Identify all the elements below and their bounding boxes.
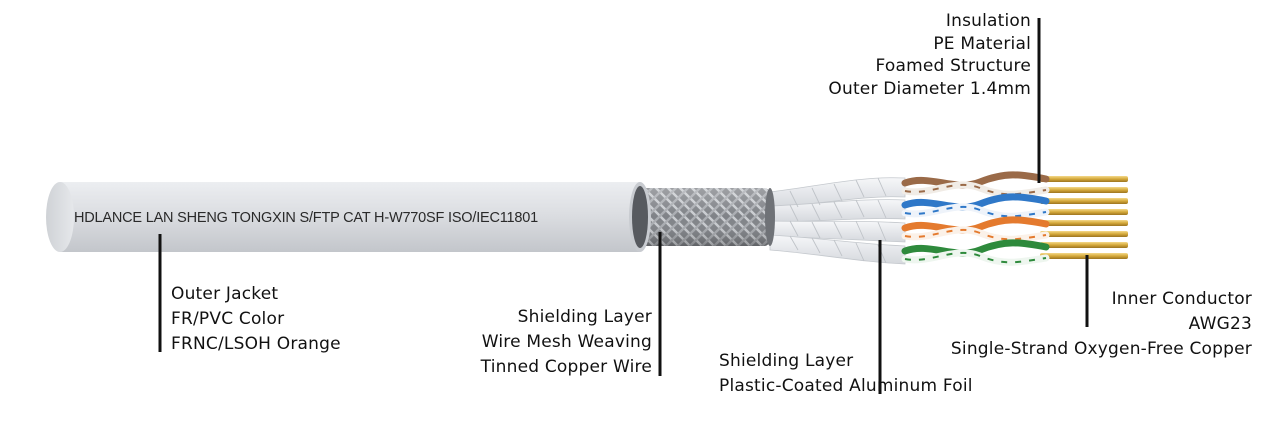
pair-brown [901, 171, 1050, 198]
leader-lines [158, 18, 1089, 394]
callout-outer-jacket: Outer Jacket FR/PVC Color FRNC/LSOH Oran… [171, 282, 341, 357]
callout-braid-shield: Shielding Layer Wire Mesh Weaving Tinned… [481, 305, 652, 380]
conductor-6 [1040, 231, 1128, 237]
twisted-pairs [901, 171, 1050, 266]
foil-shield [769, 177, 906, 265]
pair-orange [901, 216, 1050, 243]
foil-pair-4 [769, 234, 906, 265]
conductor-2 [1040, 187, 1128, 193]
callout-insulation: Insulation PE Material Foamed Structure … [828, 10, 1031, 100]
callout-inner-conductor: Inner Conductor AWG23 Single-Strand Oxyg… [951, 287, 1252, 362]
callout-braid-shield-title: Shielding Layer [517, 307, 652, 327]
callout-inner-conductor-line: AWG23 [1188, 314, 1252, 334]
callout-foil-shield-line: Plastic-Coated Aluminum Foil [719, 376, 973, 396]
copper-conductors [1040, 176, 1128, 259]
callout-insulation-line: Outer Diameter 1.4mm [828, 78, 1031, 99]
callout-braid-shield-line: Wire Mesh Weaving [481, 332, 652, 352]
callout-outer-jacket-line: FR/PVC Color [171, 309, 285, 329]
callout-inner-conductor-title: Inner Conductor [1111, 289, 1252, 309]
braid-shield [628, 188, 775, 246]
callout-insulation-line: PE Material [933, 33, 1031, 54]
callout-insulation-title: Insulation [945, 11, 1031, 31]
outer-jacket: HDLANCE LAN SHENG TONGXIN S/FTP CAT H-W7… [46, 182, 651, 252]
callout-insulation-line: Foamed Structure [875, 56, 1031, 76]
conductor-1 [1040, 176, 1128, 182]
callout-outer-jacket-line: FRNC/LSOH Orange [171, 334, 341, 354]
conductor-3 [1040, 198, 1128, 204]
pair-blue [901, 193, 1050, 220]
callout-foil-shield-title: Shielding Layer [719, 351, 854, 371]
cable-print-text: HDLANCE LAN SHENG TONGXIN S/FTP CAT H-W7… [74, 210, 538, 226]
pair-green [901, 239, 1050, 266]
callout-outer-jacket-title: Outer Jacket [171, 284, 279, 304]
conductor-5 [1040, 220, 1128, 226]
callout-foil-shield: Shielding Layer Plastic-Coated Aluminum … [719, 349, 973, 399]
conductor-8 [1040, 253, 1128, 259]
callout-braid-shield-line: Tinned Copper Wire [480, 357, 652, 377]
conductor-4 [1040, 209, 1128, 215]
callout-inner-conductor-line: Single-Strand Oxygen-Free Copper [950, 339, 1252, 359]
conductor-7 [1040, 242, 1128, 248]
